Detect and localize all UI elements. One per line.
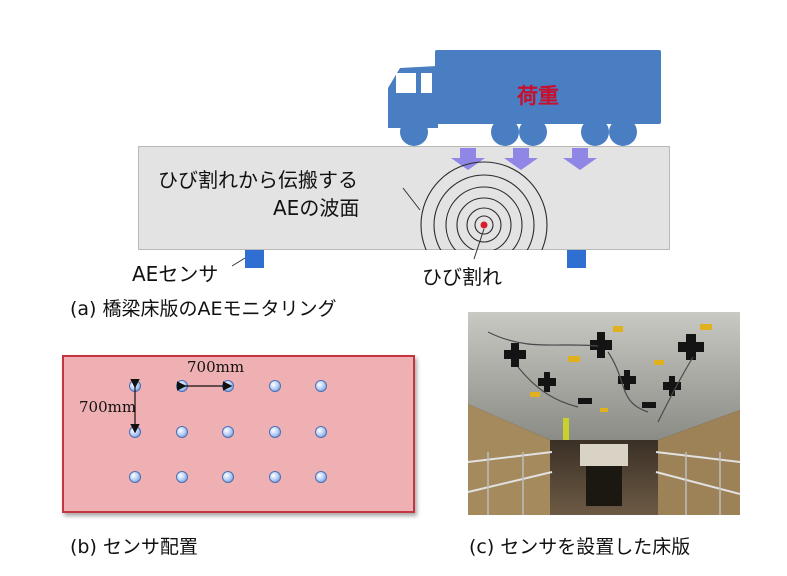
sensor-dot <box>315 471 327 483</box>
load-arrows <box>451 148 597 170</box>
ae-sensor-left <box>245 250 264 268</box>
sensor-dot <box>175 425 188 438</box>
caption-c: (c) センサを設置した床版 <box>469 536 691 558</box>
sensor-dot <box>315 425 327 438</box>
caption-a: (a) 橋梁床版のAEモニタリング <box>70 298 337 320</box>
diagram-a-graphics: 荷重 <box>231 50 661 268</box>
sensor-dot <box>222 380 234 392</box>
load-arrow-icon <box>451 148 485 170</box>
sensor-dot <box>268 380 281 392</box>
sensor-dot <box>129 380 141 392</box>
caption-b: (b) センサ配置 <box>70 536 198 558</box>
sensor-dot <box>222 471 234 483</box>
wave-label-line1: ひび割れから伝搬する <box>158 168 358 192</box>
sensor-dot <box>222 425 234 438</box>
crack-leader-line <box>473 228 485 260</box>
vertical-spacing-label: 700mm <box>79 398 137 416</box>
sensor-dot <box>175 380 188 392</box>
load-label: 荷重 <box>517 84 559 108</box>
sensor-layout-panel <box>62 355 415 513</box>
sensor-dot <box>129 471 141 483</box>
sensor-dot <box>268 425 281 438</box>
truck-icon <box>388 50 661 146</box>
load-arrow-icon <box>563 148 597 170</box>
sensor-leader-line <box>231 257 246 267</box>
sensor-dot <box>268 471 281 483</box>
crack-label: ひび割れ <box>422 265 502 289</box>
wave-leader-line <box>402 187 421 211</box>
crack-origin-dot <box>480 221 488 229</box>
sensor-dot <box>129 425 141 438</box>
wave-label-line2: AEの波面 <box>273 196 360 220</box>
sensor-dot <box>315 380 327 392</box>
ae-sensor-right <box>567 250 586 268</box>
load-arrow-icon <box>504 148 538 170</box>
sensor-label: AEセンサ <box>132 262 219 286</box>
wavefronts <box>420 161 548 250</box>
slab-photo <box>468 312 740 515</box>
sensor-dot <box>175 471 188 483</box>
horizontal-spacing-label: 700mm <box>187 358 245 376</box>
